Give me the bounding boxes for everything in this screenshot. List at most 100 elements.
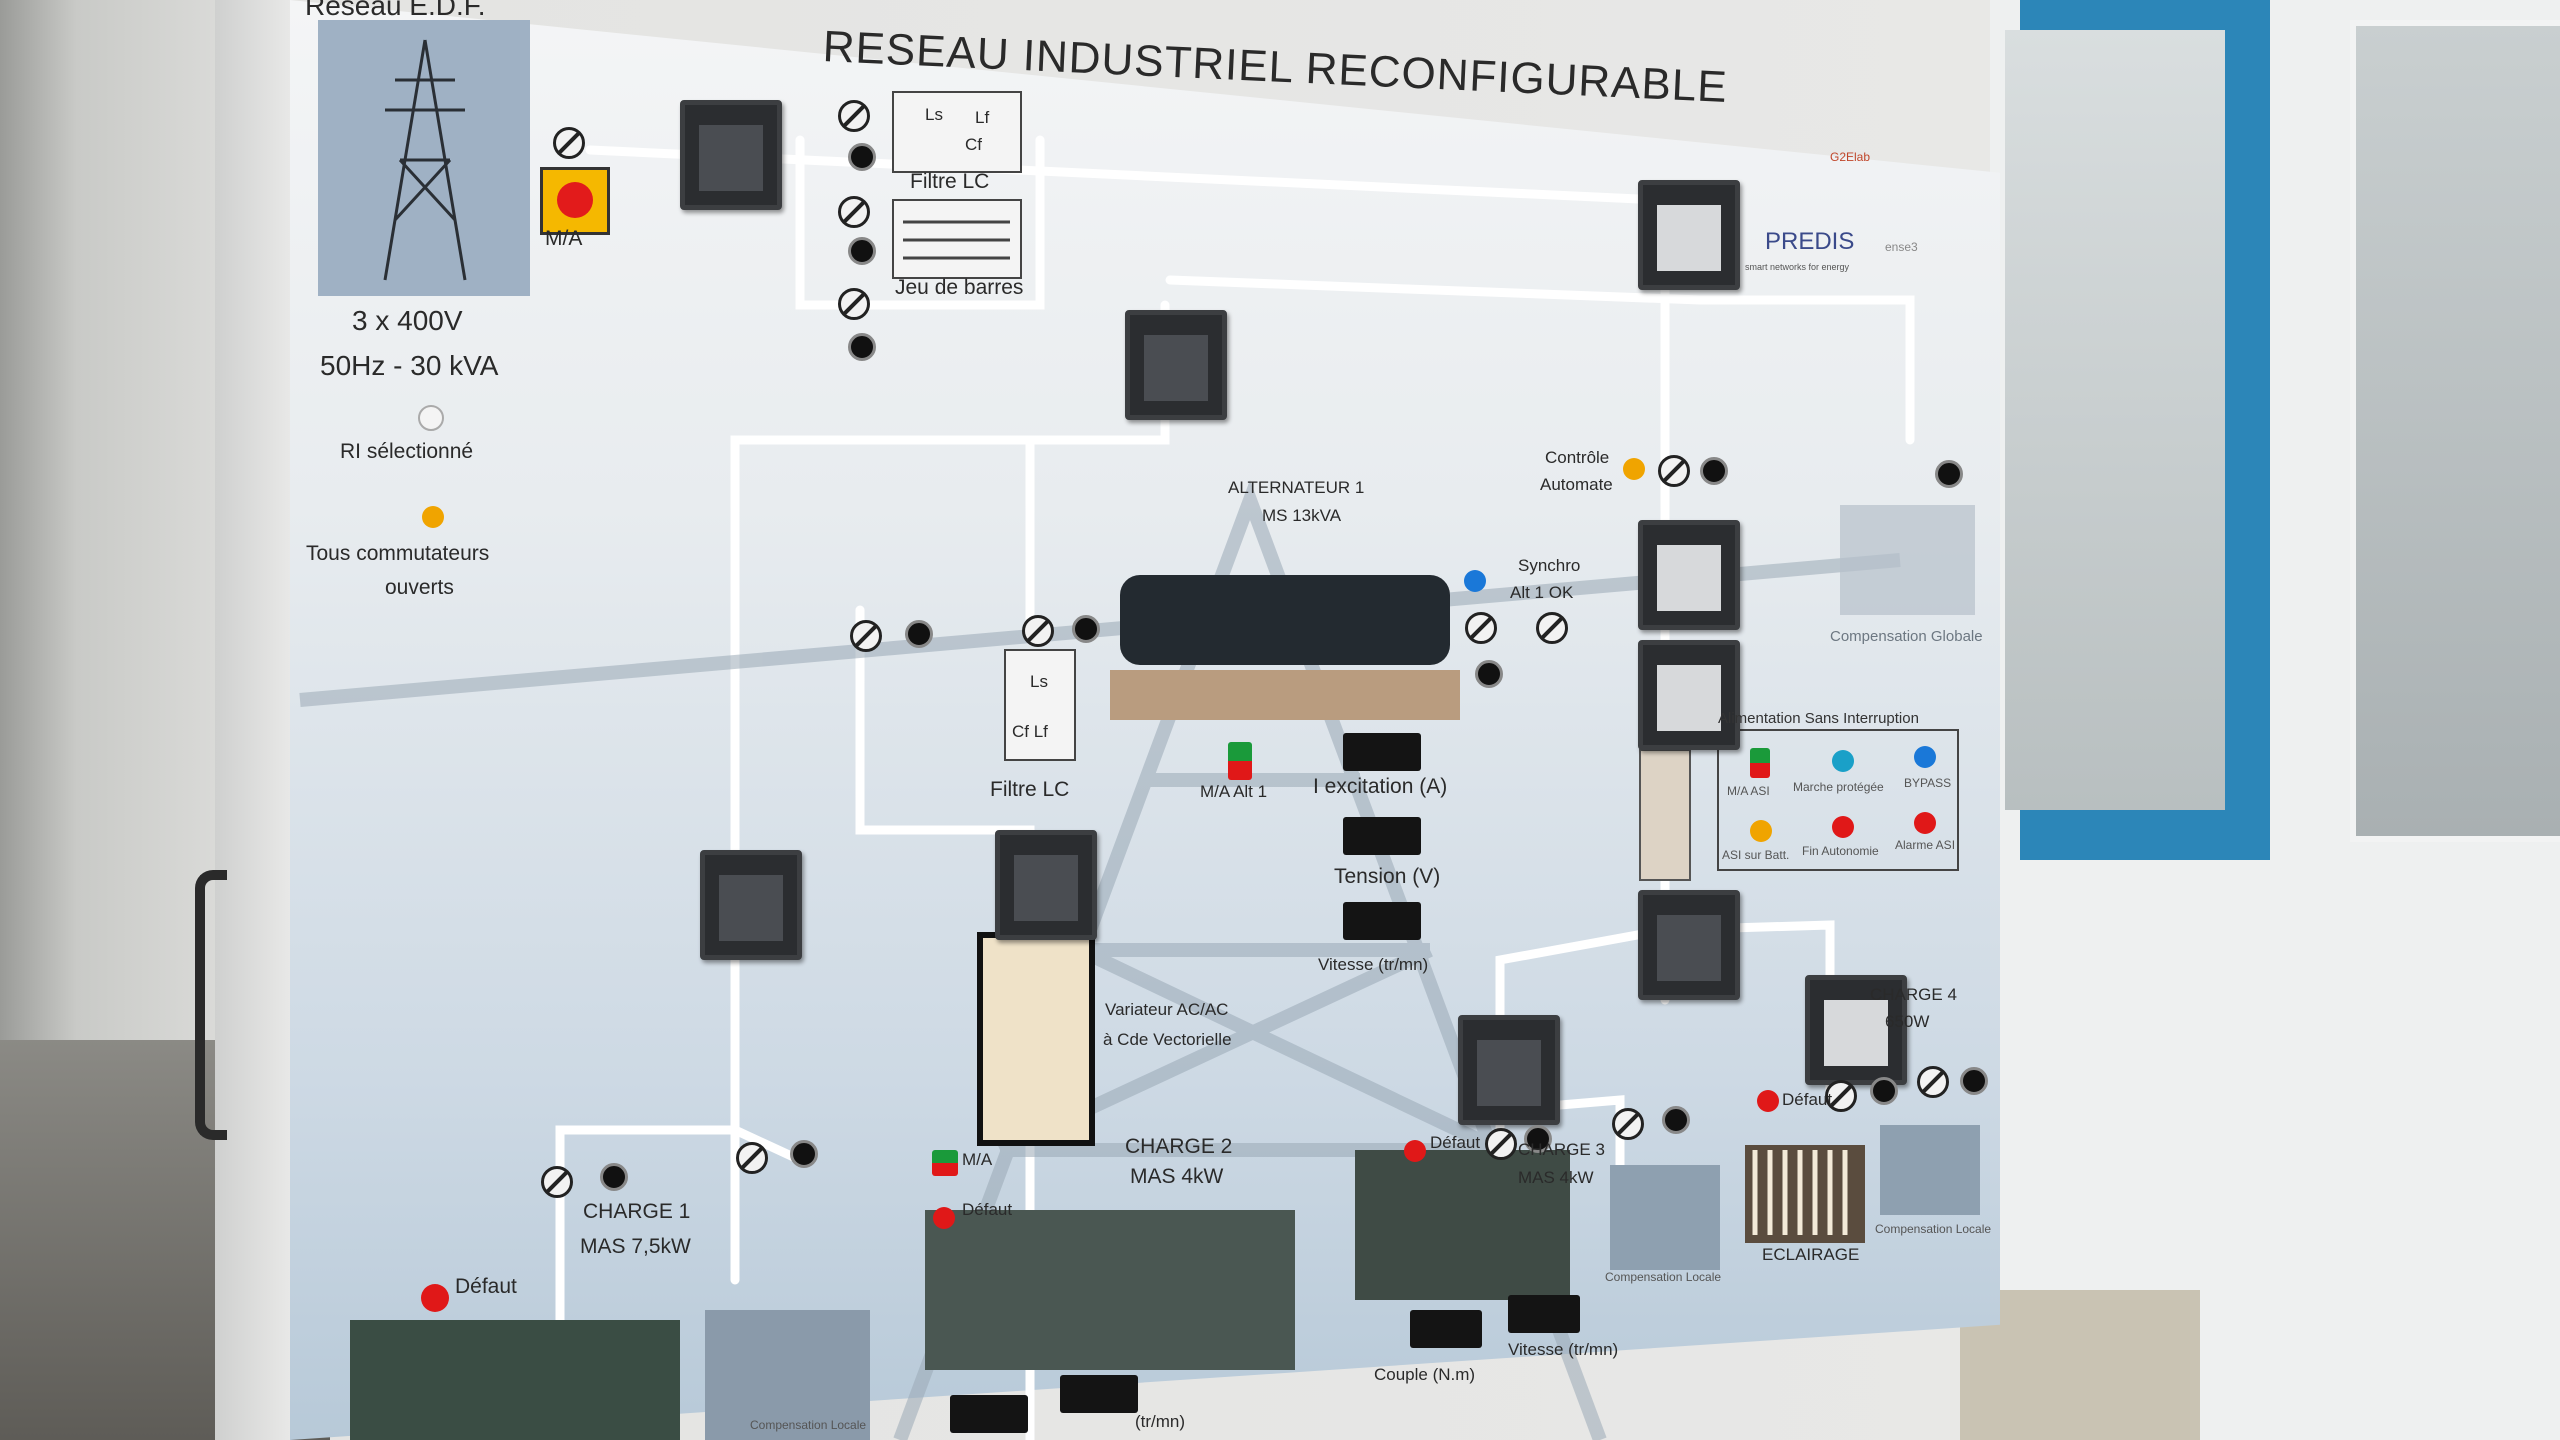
charge2-fault-label: Défaut (962, 1200, 1013, 1219)
cabinet-side (215, 0, 290, 1440)
selector-supply[interactable] (553, 127, 585, 159)
excitation-label: I excitation (A) (1313, 775, 1448, 798)
tension-label: Tension (V) (1334, 865, 1441, 888)
main-disconnect-switch[interactable] (540, 167, 610, 235)
lamp-control (1623, 458, 1645, 480)
couple-display (1410, 1310, 1482, 1348)
charge2-title: CHARGE 2 (1125, 1135, 1233, 1158)
selector-control[interactable] (1658, 455, 1690, 487)
selector-alt[interactable] (1536, 612, 1568, 644)
knob-3[interactable] (848, 333, 876, 361)
ups-batt-label: ASI sur Batt. (1722, 848, 1790, 862)
ups-fin-label: Fin Autonomie (1802, 844, 1879, 858)
compensation-globale-label: Compensation Globale (1830, 628, 1983, 645)
knob-9[interactable] (600, 1163, 628, 1191)
power-meter-charge3 (1458, 1015, 1560, 1125)
knob-4[interactable] (905, 620, 933, 648)
filter-lc-top-label: Filtre LC (910, 170, 990, 193)
charge4-fault-label: Défaut (1782, 1090, 1833, 1109)
filter-cf: Cf (965, 135, 982, 154)
knob-12[interactable] (1662, 1106, 1690, 1134)
power-meter-bus (1125, 310, 1227, 420)
knob-1[interactable] (848, 143, 876, 171)
button-ma-asi[interactable] (1750, 748, 1770, 778)
cabinet-door-handle[interactable] (195, 870, 227, 1140)
all-open-label-2: ouverts (385, 576, 454, 599)
selector-comp-local[interactable] (1612, 1108, 1644, 1140)
charge4-rating: 650W (1885, 1012, 1930, 1031)
selector-line-mid[interactable] (1022, 615, 1054, 647)
knob-7[interactable] (1700, 457, 1728, 485)
charge2-rating: MAS 4kW (1130, 1165, 1224, 1188)
power-meter-alt (1638, 520, 1740, 630)
lamp-charge2-fault (933, 1207, 955, 1229)
selector-charge4[interactable] (1825, 1080, 1857, 1112)
ri-selected-label: RI sélectionné (340, 440, 474, 463)
lamp-ri-selected (418, 405, 444, 431)
knob-5[interactable] (1072, 615, 1100, 643)
selector-filter-top[interactable] (838, 100, 870, 132)
ense3-logo: ense3 (1885, 240, 1918, 254)
lamp-fin-autonomie (1832, 816, 1854, 838)
work-bench (1960, 1290, 2200, 1440)
supply-switch-label: M/A (545, 227, 583, 250)
filter-mid-cflf: Cf Lf (1012, 722, 1048, 741)
filter-lf: Lf (975, 108, 990, 127)
power-meter-supply (680, 100, 782, 210)
alternator-title: ALTERNATEUR 1 (1228, 478, 1365, 497)
knob-10[interactable] (790, 1140, 818, 1168)
knob-13[interactable] (1870, 1077, 1898, 1105)
charge3-speed-display (1508, 1295, 1580, 1333)
charge3-rating: MAS 4kW (1518, 1168, 1594, 1187)
knob-8[interactable] (1935, 460, 1963, 488)
selector-bus[interactable] (838, 196, 870, 228)
knob-2[interactable] (848, 237, 876, 265)
charge3-speed-label: Vitesse (tr/mn) (1508, 1340, 1619, 1359)
selector-comp-charge4[interactable] (1917, 1066, 1949, 1098)
lamp-bypass (1914, 746, 1936, 768)
lamp-alarme-asi (1914, 812, 1936, 834)
button-ma-alt1[interactable] (1228, 742, 1252, 780)
ups-marche-label: Marche protégée (1793, 780, 1884, 794)
eclairage-label: ECLAIRAGE (1762, 1245, 1860, 1264)
variator-label-1: Variateur AC/AC (1105, 1000, 1229, 1019)
selector-line-left[interactable] (850, 620, 882, 652)
power-meter-main (1638, 180, 1740, 290)
button-charge2-ma[interactable] (932, 1150, 958, 1176)
selector-charge1-a[interactable] (541, 1166, 573, 1198)
filter-ls: Ls (925, 105, 943, 124)
charge4-comp-label: Compensation Locale (1875, 1222, 1992, 1236)
knob-6[interactable] (1475, 660, 1503, 688)
selector-synchro[interactable] (1465, 612, 1497, 644)
supply-voltage: 3 x 400V (352, 305, 463, 336)
g2elab-logo: G2Elab (1830, 150, 1871, 164)
knob-11[interactable] (1524, 1125, 1552, 1153)
charge3-fault-label: Défaut (1430, 1133, 1481, 1152)
selector-charge3[interactable] (1485, 1128, 1517, 1160)
charge4-title: CHARGE 4 (1870, 985, 1957, 1004)
charge3-title: CHARGE 3 (1518, 1140, 1605, 1159)
ups-title: Alimentation Sans Interruption (1718, 710, 1919, 727)
variator-label-2: à Cde Vectorielle (1103, 1030, 1232, 1049)
charge2-display-2 (1060, 1375, 1138, 1413)
tension-display (1343, 817, 1421, 855)
knob-14[interactable] (1960, 1067, 1988, 1095)
filter-lc-mid-label: Filtre LC (990, 778, 1070, 801)
filter-mid-ls: Ls (1030, 672, 1048, 691)
selector-bypass[interactable] (838, 288, 870, 320)
synchro-label-2: Alt 1 OK (1510, 583, 1574, 602)
lamp-all-open (422, 506, 444, 528)
power-meter-charge4 (1805, 975, 1907, 1085)
lamp-charge3-fault (1404, 1140, 1426, 1162)
power-meter-feeder (1638, 890, 1740, 1000)
selector-charge1-b[interactable] (736, 1142, 768, 1174)
charge3-comp-label: Compensation Locale (1605, 1270, 1722, 1284)
couple-label: Couple (N.m) (1374, 1365, 1476, 1384)
speed-display (1343, 902, 1421, 940)
charge1-comp-label: Compensation Locale (750, 1418, 867, 1432)
lamp-asi-batt (1750, 820, 1772, 842)
window-glass (2005, 30, 2225, 810)
supply-frequency: 50Hz - 30 kVA (320, 350, 499, 381)
charge1-title: CHARGE 1 (583, 1200, 691, 1223)
edf-label: Réseau E.D.F. (305, 0, 486, 21)
